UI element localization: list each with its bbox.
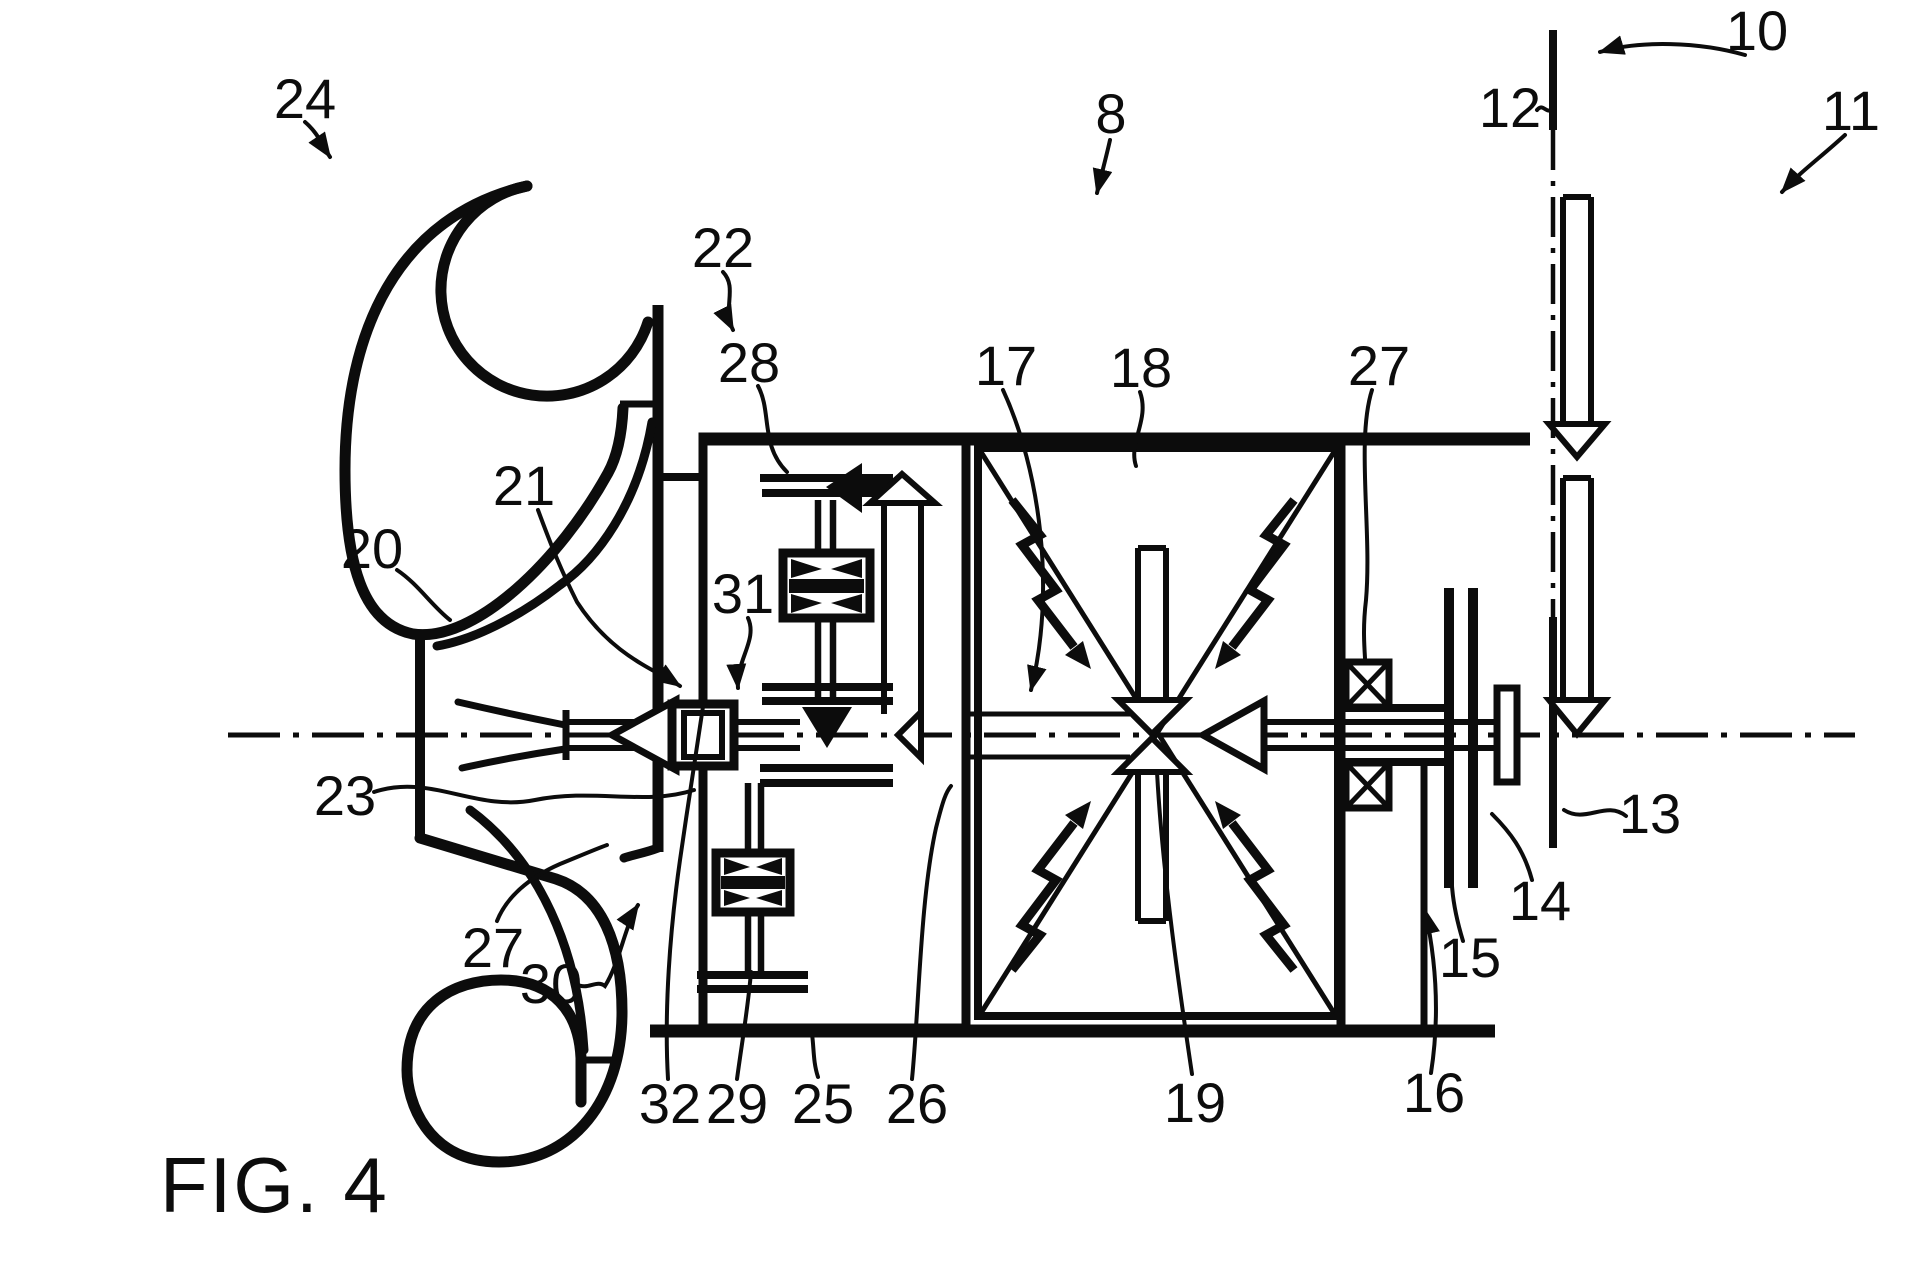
label-11: 11 bbox=[1822, 79, 1880, 142]
label-19: 19 bbox=[1164, 1071, 1226, 1134]
lightning-bolt-icon-lower-right bbox=[1215, 801, 1298, 973]
leader-24 bbox=[303, 120, 332, 159]
leader-29 bbox=[735, 970, 753, 1081]
label-20: 20 bbox=[341, 517, 403, 580]
leader-30 bbox=[574, 903, 640, 989]
lower-shroud-curve bbox=[465, 805, 589, 1055]
figure-caption: FIG. 4 bbox=[160, 1141, 389, 1229]
flow-down-arrow-icon-lower bbox=[1542, 475, 1612, 739]
leader-28 bbox=[756, 384, 789, 474]
gear-mesh-upper bbox=[778, 548, 875, 623]
leader-lines bbox=[303, 35, 1847, 1081]
leader-14 bbox=[1490, 812, 1534, 882]
leader-12 bbox=[1535, 105, 1555, 113]
compressor-thrust-arrow-icon bbox=[604, 694, 680, 776]
torque-input-left-arrow-icon bbox=[1195, 695, 1494, 775]
outlet-scroll-spiral bbox=[401, 974, 628, 1168]
label-27-left: 27 bbox=[462, 916, 524, 979]
coupling-hub bbox=[1493, 684, 1521, 786]
leader-32 bbox=[664, 698, 706, 1081]
leader-31 bbox=[726, 616, 753, 690]
duct-step bbox=[619, 843, 663, 863]
label-31: 31 bbox=[712, 562, 774, 625]
leader-11 bbox=[1780, 133, 1847, 194]
power-flow-up-arrow-icon bbox=[862, 469, 943, 766]
lightning-bolt-icon-upper-left bbox=[1008, 497, 1091, 669]
label-21: 21 bbox=[493, 454, 555, 517]
leader-21 bbox=[536, 508, 682, 688]
leader-10 bbox=[1598, 35, 1747, 57]
shroud-curve bbox=[432, 417, 657, 651]
leader-27-left bbox=[495, 843, 609, 923]
motor-shaft-lines bbox=[966, 711, 1130, 760]
shaft-outer-lines bbox=[1338, 704, 1452, 766]
label-32: 32 bbox=[639, 1072, 701, 1135]
label-26: 26 bbox=[886, 1072, 948, 1135]
label-18: 18 bbox=[1110, 336, 1172, 399]
leader-18 bbox=[1132, 390, 1145, 468]
hub-nose-bottom bbox=[458, 745, 569, 772]
hub-nose-top bbox=[454, 698, 569, 729]
label-24: 24 bbox=[274, 67, 336, 130]
leader-8 bbox=[1092, 138, 1113, 195]
leader-13 bbox=[1562, 808, 1628, 818]
gearbox-assembly bbox=[650, 432, 1530, 1038]
compressor-volute-assembly bbox=[339, 180, 680, 1168]
label-29: 29 bbox=[706, 1072, 768, 1135]
rotor-up-arrow-icon bbox=[1110, 733, 1194, 924]
label-10: 10 bbox=[1726, 0, 1788, 62]
centerlines bbox=[228, 30, 1855, 848]
rotor-down-arrow-icon bbox=[1110, 545, 1194, 739]
bearing-icon-upper bbox=[1342, 658, 1393, 711]
flow-down-arrow-icon-upper bbox=[1542, 194, 1612, 462]
label-30: 30 bbox=[520, 952, 582, 1015]
label-15: 15 bbox=[1439, 926, 1501, 989]
label-22: 22 bbox=[692, 216, 754, 279]
label-16: 16 bbox=[1403, 1061, 1465, 1124]
label-13: 13 bbox=[1619, 782, 1681, 845]
label-27-right: 27 bbox=[1348, 334, 1410, 397]
leader-20 bbox=[395, 568, 452, 622]
label-28: 28 bbox=[718, 331, 780, 394]
electric-machine-assembly bbox=[966, 444, 1342, 1020]
leader-15 bbox=[1450, 884, 1465, 943]
leader-23 bbox=[372, 784, 696, 805]
leader-17 bbox=[1001, 388, 1047, 692]
lightning-bolt-icon-upper-right bbox=[1215, 497, 1298, 669]
leader-16 bbox=[1420, 908, 1440, 1075]
leader-25 bbox=[810, 1032, 820, 1079]
leader-22 bbox=[713, 270, 735, 332]
gear-to-shaft-arrow-icon bbox=[802, 707, 852, 748]
lower-housing-contour bbox=[414, 832, 628, 1018]
label-17: 17 bbox=[975, 334, 1037, 397]
label-14: 14 bbox=[1509, 869, 1571, 932]
label-23: 23 bbox=[314, 764, 376, 827]
volute-scroll-circle bbox=[435, 180, 654, 402]
main-shaft-lines-right-of-coupling bbox=[734, 719, 800, 751]
lower-gear-shaft-lines bbox=[744, 783, 765, 973]
reference-numerals: 24 8 22 28 17 18 27 10 12 11 21 20 31 23… bbox=[274, 0, 1880, 1135]
leader-26 bbox=[910, 784, 953, 1081]
input-flow-arrows bbox=[1542, 194, 1612, 739]
leader-19 bbox=[1155, 770, 1194, 1076]
turbine-side-shaft-assembly bbox=[1195, 443, 1521, 1028]
volute-outer-tail bbox=[339, 180, 629, 641]
gear-mesh-lower bbox=[711, 848, 795, 917]
lightning-bolt-icon-lower-left bbox=[1008, 801, 1091, 973]
label-8: 8 bbox=[1095, 82, 1126, 145]
leader-27-right bbox=[1362, 388, 1374, 660]
upper-gear-shaft-lines bbox=[814, 500, 837, 700]
label-25: 25 bbox=[792, 1072, 854, 1135]
bearing-icon-lower bbox=[1342, 759, 1393, 812]
label-12: 12 bbox=[1479, 76, 1541, 139]
gear-torque-left-arrow-icon bbox=[826, 463, 896, 513]
